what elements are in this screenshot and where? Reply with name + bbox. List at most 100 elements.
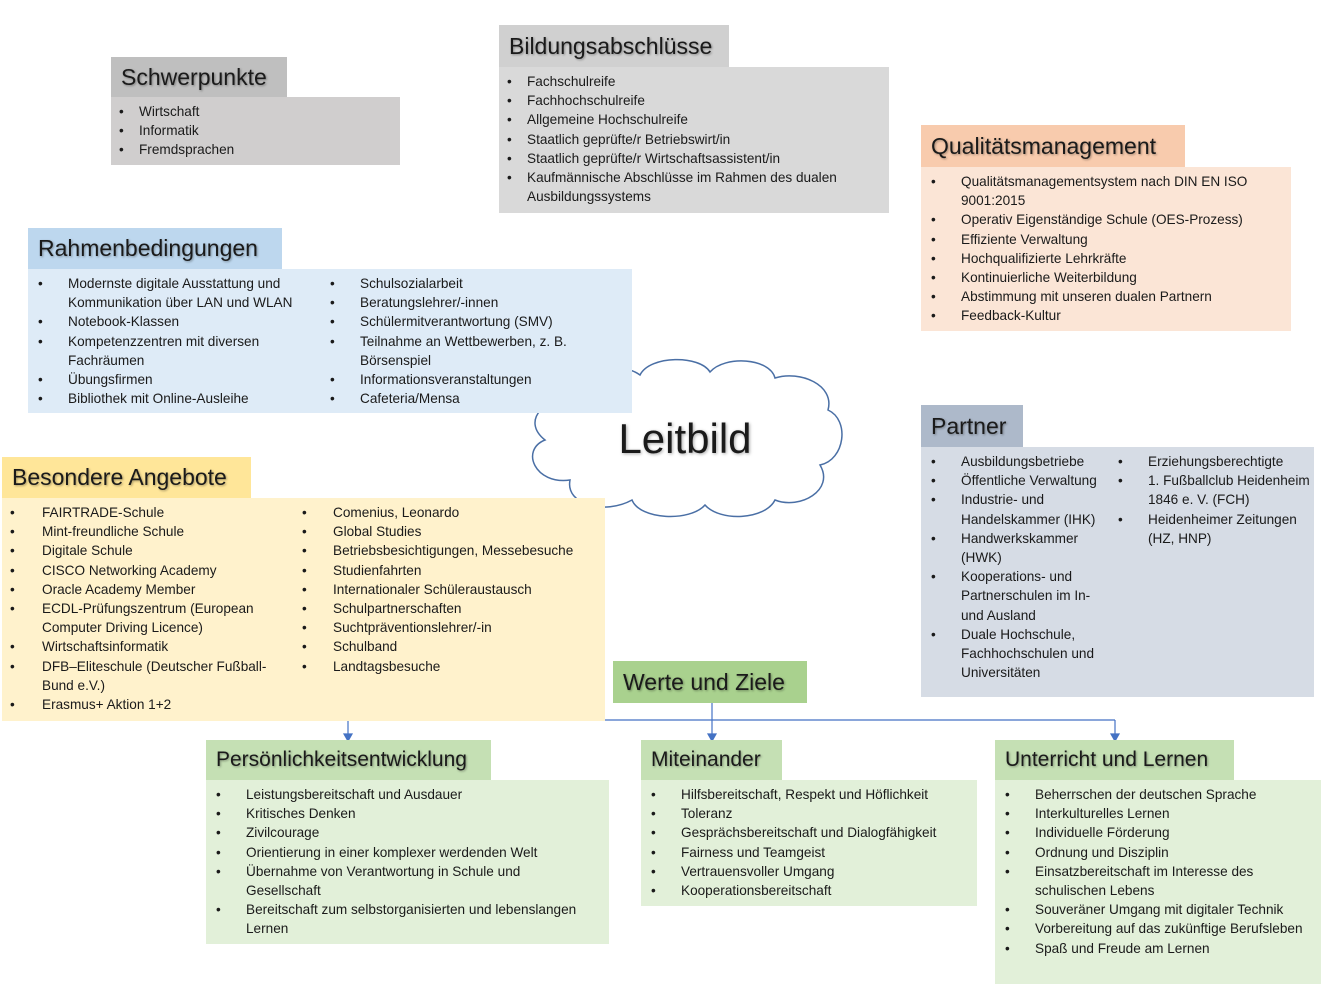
bullet-icon: • — [330, 391, 335, 407]
list-item: •Beherrschen der deutschen Sprache — [997, 785, 1317, 804]
besondere-list: •FAIRTRADE-Schule•Mint-freundliche Schul… — [2, 498, 605, 721]
list-item: •Comenius, Leonardo — [294, 503, 594, 522]
list-item-text: Notebook-Klassen — [68, 314, 180, 330]
list-item-text: Toleranz — [681, 806, 733, 822]
bullet-icon: • — [507, 170, 512, 186]
list-item-text: Spaß und Freude am Lernen — [1035, 940, 1210, 956]
bullet-icon: • — [10, 658, 15, 674]
list-item: • Industrie- und Handelskammer (IHK) — [923, 490, 1115, 528]
list-item: •Cafeteria/Mensa — [322, 389, 622, 408]
list-item: •Hilfsbereitschaft, Respekt und Höflichk… — [643, 785, 973, 804]
bullet-icon: • — [931, 174, 936, 189]
list-item-text: Vorbereitung auf das zukünftige Berufsle… — [1035, 921, 1303, 937]
list-item: •Informationsveranstaltungen — [322, 370, 622, 389]
bullet-icon: • — [507, 74, 512, 89]
list-item-text: Handwerkskammer (HWK) — [961, 530, 1079, 566]
arrow-icon — [342, 733, 354, 743]
unterricht-list: •Beherrschen der deutschen Sprache•Inter… — [995, 780, 1321, 984]
list-item: •Interkulturelles Lernen — [997, 804, 1317, 823]
list-item: •Kontinuierliche Weiterbildung — [923, 268, 1263, 287]
list-item: •Erasmus+ Aktion 1+2 — [2, 695, 292, 714]
bullet-icon: • — [330, 314, 335, 330]
list-item-text: Fachschulreife — [527, 74, 616, 89]
list-item: •Beratungslehrer/-innen — [322, 293, 622, 312]
list-item-text: Teilnahme an Wettbewerben, z. B. Börsens… — [360, 333, 567, 368]
bullet-icon: • — [931, 231, 936, 247]
persoenlichkeit-list: •Leistungsbereitschaft und Ausdauer•Krit… — [206, 780, 609, 944]
qualitaet-header: Qualitätsmanagement — [921, 125, 1185, 167]
bullet-icon: • — [302, 581, 307, 597]
bullet-icon: • — [216, 844, 221, 860]
list-item-text: Gesprächsbereitschaft und Dialogfähigkei… — [681, 825, 937, 841]
list-item: • Kaufmännische Abschlüsse im Rahmen des … — [499, 168, 869, 206]
bullet-icon: • — [507, 93, 512, 109]
list-item: • Hochqualifizierte Lehrkräfte — [923, 249, 1263, 268]
list-item: •Öffentliche Verwaltung — [923, 471, 1115, 490]
bullet-icon: • — [1005, 825, 1010, 841]
bullet-icon: • — [931, 492, 936, 508]
list-item: •Vertrauensvoller Umgang — [643, 862, 973, 881]
list-item-text: Wirtschaft — [139, 104, 200, 119]
list-item-text: Suchtpräventionslehrer/-in — [333, 620, 492, 636]
list-item: •Global Studies — [294, 522, 594, 541]
list-item: •Kooperationsbereitschaft — [643, 881, 973, 900]
bullet-icon: • — [330, 372, 335, 388]
bullet-icon: • — [330, 276, 335, 291]
list-item: •FAIRTRADE-Schule — [2, 503, 292, 522]
list-item-text: ECDL-Prüfungszentrum (European Computer … — [42, 601, 254, 636]
list-item-text: Studienfahrten — [333, 562, 422, 578]
list-item: • Feedback-Kultur — [923, 306, 1263, 325]
list-item: •Duale Hochschule, Fachhochschulen und U… — [923, 625, 1115, 683]
list-item: • Fachschulreife — [499, 72, 869, 91]
list-item-text: Schulband — [333, 639, 398, 655]
bullet-icon: • — [38, 333, 43, 349]
list-item-text: Individuelle Förderung — [1035, 825, 1170, 841]
bullet-icon: • — [302, 562, 307, 578]
bullet-icon: • — [1005, 902, 1010, 918]
list-item: • Toleranz — [643, 804, 973, 823]
list-item-text: 1. Fußballclub Heidenheim 1846 e. V. (FC… — [1148, 473, 1310, 508]
bullet-icon: • — [10, 505, 15, 520]
bullet-icon: • — [931, 250, 936, 266]
list-item-text: Schulsozialarbeit — [360, 276, 463, 291]
bullet-icon: • — [1005, 921, 1010, 937]
list-item-text: Industrie- und Handelskammer (IHK) — [961, 492, 1096, 527]
list-item: •Allgemeine Hochschulreife — [499, 110, 869, 129]
list-item-text: Übernahme von Verantwortung in Schule un… — [246, 863, 521, 899]
list-item-text: Feedback-Kultur — [961, 308, 1061, 324]
list-item-text: Hochqualifizierte Lehrkräfte — [961, 250, 1127, 266]
list-item: • Vorbereitung auf das zukünftige Berufsl… — [997, 919, 1317, 938]
qualitaet-list: •Qualitätsmanagementsystem nach DIN EN I… — [921, 167, 1291, 331]
list-item-text: Kaufmännische Abschlüsse im Rahmen des d… — [527, 170, 837, 205]
list-item: • Studienfahrten — [294, 561, 594, 580]
list-item: •Landtagsbesuche — [294, 657, 594, 676]
list-item: •Abstimmung mit unseren dualen Partnern — [923, 287, 1263, 306]
bullet-icon: • — [302, 524, 307, 540]
list-item: •Handwerkskammer (HWK) — [923, 529, 1115, 567]
list-item-text: Ausbildungsbetriebe — [961, 454, 1085, 469]
list-item: •Ausbildungsbetriebe — [923, 452, 1115, 471]
bullet-icon: • — [1005, 787, 1010, 802]
arrow-icon — [1109, 733, 1121, 743]
list-item-text: Öffentliche Verwaltung — [961, 473, 1097, 489]
list-item-text: Einsatzbereitschaft im Interesse des sch… — [1035, 863, 1254, 899]
bullet-icon: • — [931, 308, 936, 324]
list-item-text: Fachhochschulreife — [527, 93, 645, 109]
list-item: • Kompetenzzentren mit diversen Fachräume… — [30, 332, 320, 370]
list-item-text: Duale Hochschule, Fachhochschulen und Un… — [961, 626, 1095, 681]
bullet-icon: • — [651, 883, 656, 899]
list-item-text: Kompetenzzentren mit diversen Fachräumen — [68, 333, 260, 368]
bullet-icon: • — [38, 372, 43, 388]
bullet-icon: • — [651, 825, 656, 841]
list-item: •Erziehungsberechtigte — [1110, 452, 1310, 471]
list-item-text: Schulpartnerschaften — [333, 601, 462, 617]
bullet-icon: • — [1005, 844, 1010, 860]
list-item-text: Souveräner Umgang mit digitaler Technik — [1035, 902, 1284, 918]
bullet-icon: • — [651, 806, 656, 822]
bullet-icon: • — [302, 639, 307, 655]
bullet-icon: • — [10, 639, 15, 655]
list-item-text: Betriebsbesichtigungen, Messebesuche — [333, 543, 574, 559]
bullet-icon: • — [330, 295, 335, 311]
list-item-text: Erasmus+ Aktion 1+2 — [42, 697, 172, 713]
besondere-header: Besondere Angebote — [2, 457, 251, 498]
